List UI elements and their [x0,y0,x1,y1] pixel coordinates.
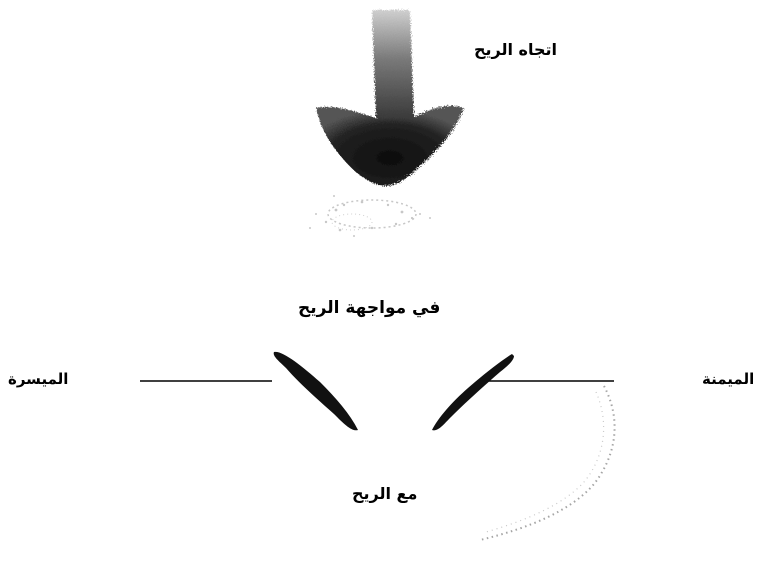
left-blade [274,352,358,430]
drift-curve-inner [486,392,604,532]
right-side-label: الميمنة [702,372,754,387]
dust-cloud [309,195,431,237]
wind-arrow [316,10,464,186]
with-wind-label: مع الريح [352,486,417,502]
wind-direction-label: اتجاه الريح [474,42,557,58]
wind-arrow-shaft [372,10,414,118]
drift-curve [480,386,615,540]
facing-wind-label: في مواجهة الريح [298,300,440,317]
right-blade [432,354,514,430]
left-side-label: الميسرة [8,372,68,387]
